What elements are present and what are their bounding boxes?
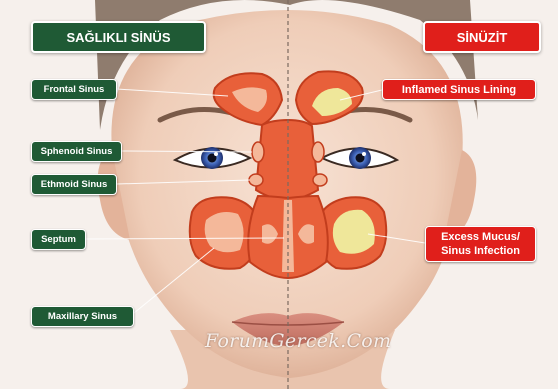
label-sphenoid-sinus: Sphenoid Sinus bbox=[31, 141, 122, 162]
label-excess-mucus: Excess Mucus/ Sinus Infection bbox=[425, 226, 536, 262]
ethmoid-sinus-left bbox=[249, 174, 263, 186]
sinusitis-header: SİNÜZİT bbox=[423, 21, 541, 53]
label-excess-mucus-line1: Excess Mucus/ bbox=[441, 230, 520, 244]
label-inflamed-sinus-lining: Inflamed Sinus Lining bbox=[382, 79, 536, 100]
watermark-text: ForumGercek.Com bbox=[205, 330, 391, 352]
healthy-sinus-header: SAĞLIKLI SİNÜS bbox=[31, 21, 206, 53]
label-excess-mucus-line2: Sinus Infection bbox=[441, 244, 520, 258]
label-septum: Septum bbox=[31, 229, 86, 250]
label-maxillary-sinus: Maxillary Sinus bbox=[31, 306, 134, 327]
label-frontal-sinus: Frontal Sinus bbox=[31, 79, 117, 100]
sphenoid-sinus bbox=[252, 142, 264, 162]
ethmoid-column bbox=[256, 120, 318, 200]
label-ethmoid-sinus: Ethmoid Sinus bbox=[31, 174, 117, 195]
